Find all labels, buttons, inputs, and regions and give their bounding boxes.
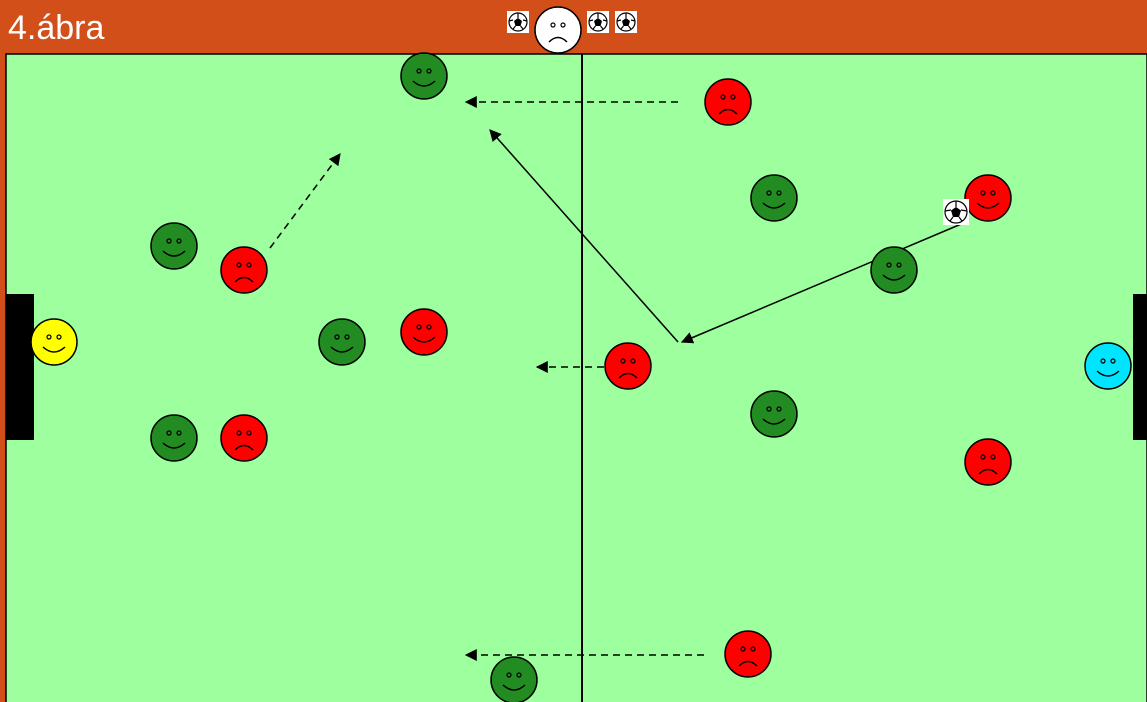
- red-player: [965, 439, 1011, 485]
- red-player: [221, 415, 267, 461]
- left-goal: [6, 294, 34, 440]
- right-goalkeeper: [1085, 343, 1131, 389]
- red-player: [705, 79, 751, 125]
- soccer-ball-icon: [943, 199, 969, 225]
- referee: [535, 7, 581, 53]
- green-player: [151, 223, 197, 269]
- green-player: [151, 415, 197, 461]
- red-player: [605, 343, 651, 389]
- soccer-ball-icon: [615, 11, 637, 33]
- green-player: [751, 391, 797, 437]
- soccer-ball-icon: [507, 11, 529, 33]
- green-player: [319, 319, 365, 365]
- red-player: [725, 631, 771, 677]
- green-player: [401, 53, 447, 99]
- right-goal: [1133, 294, 1147, 440]
- red-player: [965, 175, 1011, 221]
- left-goalkeeper: [31, 319, 77, 365]
- soccer-ball-icon: [587, 11, 609, 33]
- red-player: [401, 309, 447, 355]
- green-player: [751, 175, 797, 221]
- green-player: [871, 247, 917, 293]
- green-player: [491, 657, 537, 702]
- red-player: [221, 247, 267, 293]
- pitch: [6, 54, 1147, 702]
